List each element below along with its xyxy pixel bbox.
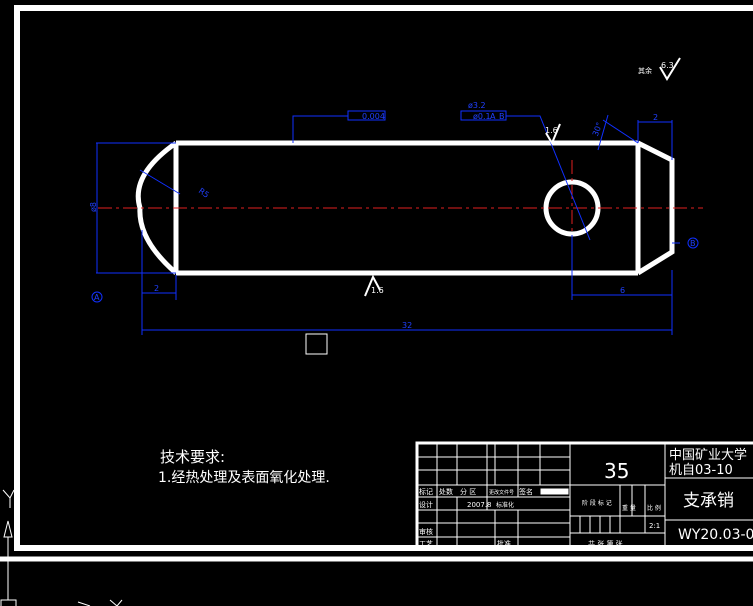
- class-text: 机自03-10: [669, 463, 733, 478]
- scale-label-text: 比 例: [647, 504, 661, 512]
- scale-text: 2:1: [649, 522, 660, 530]
- sheets-text: 共 张 第 张: [588, 539, 623, 548]
- title-block: [415, 441, 753, 550]
- h-doc-text: 更改文件号: [489, 489, 514, 496]
- h-sign-text: 签名: [519, 487, 533, 496]
- rest-label-text: 其余: [638, 66, 652, 75]
- bottom-text: 1.6: [371, 286, 384, 295]
- dimension-labels: ø8 R5 32 2 2 6 30° ø3.2 0.004 ø0.1 A B A…: [89, 101, 699, 330]
- drawing-number: WY20.03-0: [678, 527, 753, 543]
- material: 35: [604, 459, 629, 483]
- dimensions: [96, 110, 680, 335]
- approve-text: 批准: [497, 539, 511, 548]
- hole-text: ø3.2: [468, 101, 486, 110]
- notes-line: 1.经热处理及表面氧化处理.: [158, 470, 330, 486]
- review-text: 审核: [419, 527, 433, 536]
- weight-text: 重 量: [622, 504, 636, 512]
- center-lines: [98, 160, 703, 260]
- r-text: R5: [197, 186, 211, 199]
- craft-text: 工艺: [419, 540, 433, 548]
- datum-a-symbol: [91, 291, 103, 303]
- date-text: 2007.8: [467, 501, 492, 509]
- design-text: 设计: [419, 500, 433, 509]
- datum-b-text: B: [499, 112, 505, 121]
- title-block-text: 标记 处数 分 区 更改文件号 签名 设计 2007.8 标准化 审核 工艺 批…: [419, 447, 753, 548]
- a-text: A: [94, 293, 100, 302]
- b-text: B: [690, 239, 696, 248]
- h-mark-text: 标记: [419, 487, 433, 496]
- left2-text: 2: [154, 284, 159, 293]
- dia8-text: ø8: [89, 202, 98, 212]
- rest-text: 6.3: [661, 61, 674, 70]
- len32-text: 32: [402, 321, 412, 330]
- right2-text: 2: [653, 113, 658, 122]
- datum-a-text: A: [490, 112, 496, 121]
- right6-text: 6: [620, 286, 625, 295]
- notes-title: 技术要求:: [160, 448, 225, 466]
- std-text: 标准化: [496, 501, 514, 509]
- ucs-icon: [0, 489, 123, 606]
- top-text: 1.6: [545, 126, 558, 135]
- cyl-text: 0.004: [362, 112, 385, 121]
- part-name: 支承销: [683, 491, 734, 511]
- datum-b-symbol: [687, 237, 699, 249]
- pos-text: ø0.1: [473, 112, 491, 121]
- drawing-frame: [0, 5, 753, 562]
- school-text: 中国矿业大学: [669, 447, 747, 463]
- h-zone-text: 分 区: [460, 487, 476, 496]
- h-count-text: 处数: [439, 487, 453, 496]
- viewport-marker: [305, 333, 328, 355]
- stage-text: 阶 段 标 记: [582, 499, 612, 507]
- roughness-symbols: 1.6 1.6 其余 6.3: [364, 57, 681, 297]
